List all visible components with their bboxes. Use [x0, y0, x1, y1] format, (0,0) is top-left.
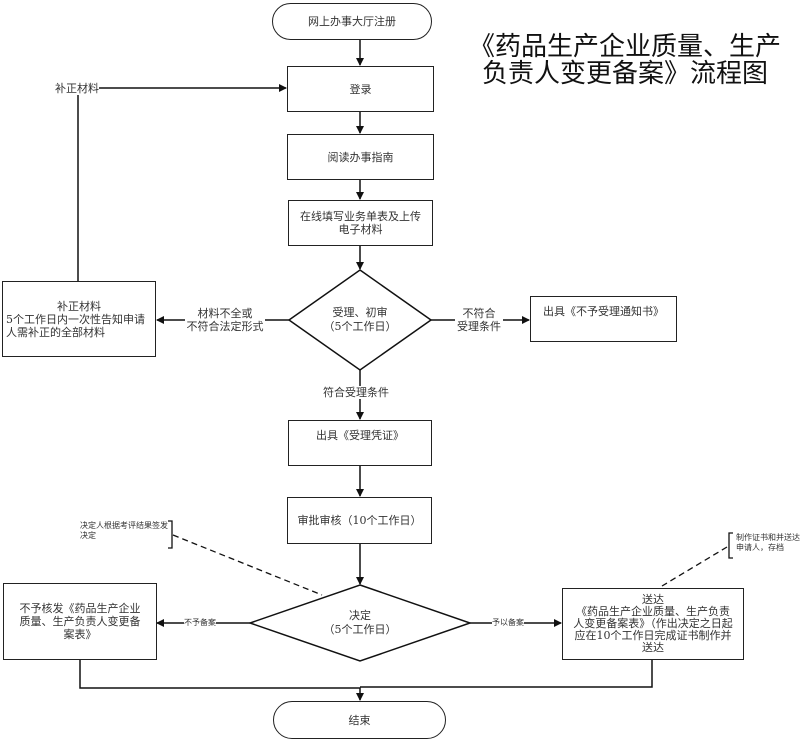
reject-notice-box: 出具《不予受理通知书》: [530, 296, 677, 342]
issue-receipt-label: 出具《受理凭证》: [316, 429, 404, 442]
supplement-box: 补正材料 5个工作日内一次性告知申请人需补正的全部材料: [2, 281, 156, 357]
edge-label-not-filed: 不予备案: [184, 618, 216, 628]
not-issued-box: 不予核发《药品生产企业质量、生产负责人变更备案表》: [3, 583, 157, 660]
decision-note: 决定人根据考评结果签发决定: [80, 521, 168, 540]
decision-note-bracket: [168, 520, 173, 549]
issue-receipt-box: 出具《受理凭证》: [288, 420, 432, 466]
end-terminal: 结束: [273, 701, 446, 739]
reject-notice-label: 出具《不予受理通知书》: [543, 305, 664, 318]
read-guide-box: 阅读办事指南: [287, 134, 434, 180]
end-label: 结束: [348, 713, 371, 727]
deliver-box: 送达 《药品生产企业质量、生产负责人变更备案表》（作出决定之日起应在10个工作日…: [562, 588, 744, 660]
delivery-note: 制作证书和并送达申请人，存档: [736, 533, 800, 552]
read-guide-label: 阅读办事指南: [327, 150, 394, 164]
start-label: 网上办事大厅注册: [308, 15, 396, 28]
edge-label-supplement: 补正材料: [55, 82, 99, 95]
supplement-box-body: 5个工作日内一次性告知申请人需补正的全部材料: [6, 312, 145, 339]
edge-label-incomplete: 材料不全或 不符合法定形式: [185, 307, 265, 333]
edge-supplement-login: [77, 84, 287, 281]
accept-review-label: 受理、初审 （5个工作日）: [323, 306, 397, 333]
deliver-title: 送达: [642, 593, 664, 606]
decision-label-line1: 决定: [349, 609, 371, 622]
decision-diamond: [247, 584, 473, 662]
login-label: 登录: [349, 82, 372, 96]
edge-label-filed: 予以备案: [492, 618, 524, 628]
supplement-box-title: 补正材料: [57, 299, 101, 313]
decision-label: 决定 （5个工作日）: [310, 609, 410, 637]
edge-notissued-end: [79, 660, 364, 701]
edge-deliver-end: [360, 660, 653, 688]
login-box: 登录: [287, 66, 434, 112]
fill-form-label: 在线填写业务单表及上传电子材料: [300, 210, 421, 236]
decision-label-line2: （5个工作日）: [323, 623, 397, 636]
approval-review-box: 审批审核（10个工作日）: [287, 497, 432, 544]
edge-label-not-meet: 不符合 受理条件: [455, 307, 503, 333]
delivery-note-connector: [661, 546, 728, 587]
approval-review-label: 审批审核（10个工作日）: [297, 514, 422, 527]
start-terminal: 网上办事大厅注册: [272, 3, 432, 40]
page-title: 《药品生产企业质量、生产负责人变更备案》流程图: [468, 32, 781, 89]
delivery-note-bracket: [728, 532, 733, 559]
edge-label-meets: 符合受理条件: [323, 386, 389, 399]
not-issued-label: 不予核发《药品生产企业质量、生产负责人变更备案表》: [19, 602, 141, 641]
deliver-body: 《药品生产企业质量、生产负责人变更备案表》（作出决定之日起应在10个工作日完成证…: [573, 605, 733, 654]
fill-form-box: 在线填写业务单表及上传电子材料: [288, 200, 433, 246]
decision-note-connector: [172, 534, 323, 596]
